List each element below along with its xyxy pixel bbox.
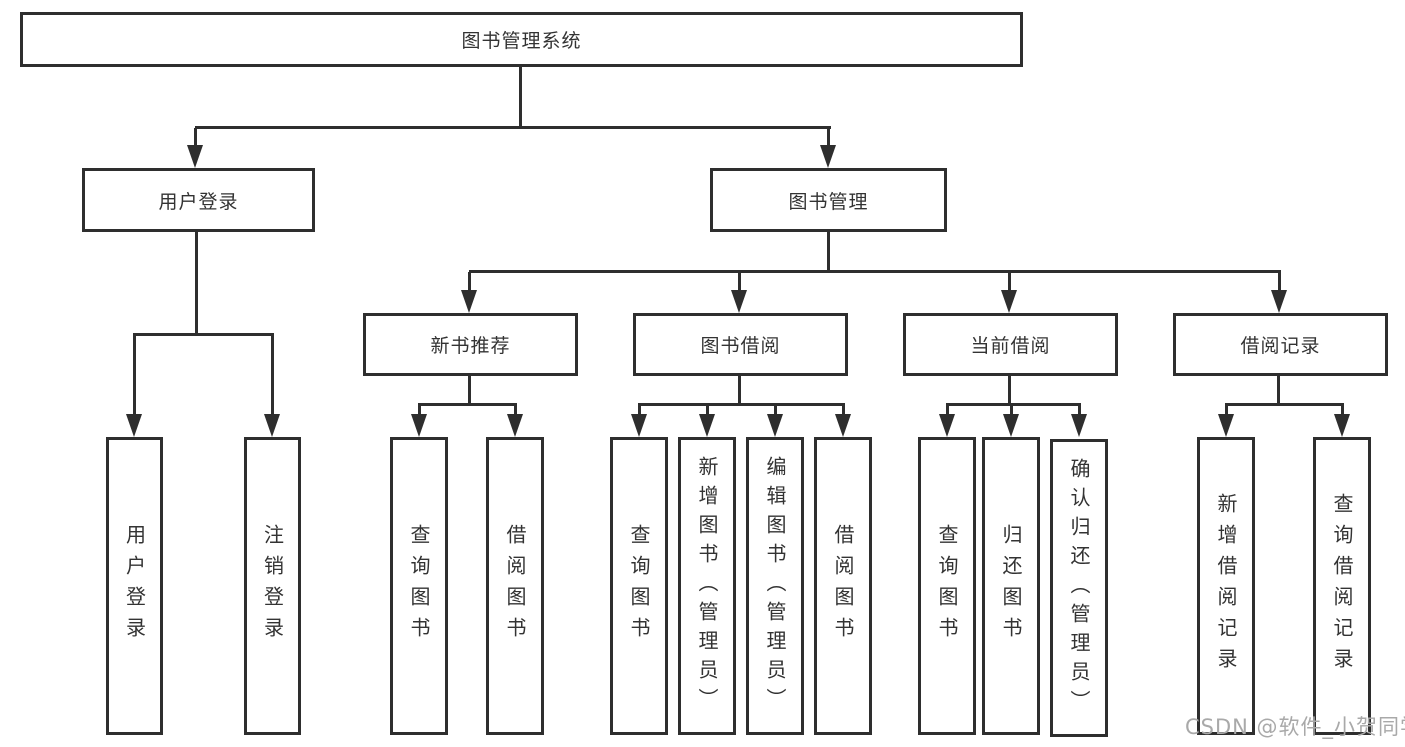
connector-stub	[842, 405, 845, 417]
leaf-logout-label: 注销登录	[260, 524, 285, 648]
leaf-add-book-admin: 新增图书（管理员）	[678, 437, 736, 735]
leaf-return-books: 归还图书	[982, 437, 1040, 735]
connector-stub	[1341, 405, 1344, 417]
arrow-down-icon	[264, 414, 280, 437]
arrow-down-icon	[507, 414, 523, 437]
connector-drop	[738, 376, 741, 405]
arrow-down-icon	[731, 290, 747, 313]
arrow-down-icon	[699, 414, 715, 437]
connector-userlogin-drop	[195, 232, 198, 335]
connector-stub	[638, 405, 641, 417]
arrow-down-icon	[835, 414, 851, 437]
csdn-watermark: CSDN @软件_小贺同学	[1185, 715, 1405, 739]
leaf-add-borrow-record: 新增借阅记录	[1197, 437, 1255, 735]
node-book-borrowing-label: 图书借阅	[700, 335, 781, 357]
leaf-borrow-books-borrowing-label: 借阅图书	[831, 524, 855, 648]
connector-stub	[946, 405, 949, 417]
node-new-book-recommendation: 新书推荐	[363, 313, 578, 376]
connector-stub	[468, 272, 471, 292]
connector-stub	[194, 128, 197, 148]
leaf-user-login: 用户登录	[106, 437, 163, 735]
arrow-down-icon	[631, 414, 647, 437]
leaf-query-borrow-record-label: 查询借阅记录	[1330, 493, 1354, 679]
arrow-down-icon	[1071, 414, 1087, 437]
node-user-login-label: 用户登录	[158, 190, 239, 213]
node-borrowing-records-label: 借阅记录	[1240, 335, 1321, 357]
node-user-login: 用户登录	[82, 168, 315, 232]
leaf-query-books-borrowing: 查询图书	[610, 437, 668, 735]
leaf-add-book-admin-label: 新增图书（管理员）	[695, 455, 719, 717]
leaf-borrow-books-borrowing: 借阅图书	[814, 437, 872, 735]
arrow-down-icon	[187, 145, 203, 168]
arrow-down-icon	[939, 414, 955, 437]
arrow-down-icon	[1003, 414, 1019, 437]
connector-stub	[1278, 272, 1281, 292]
connector-bookmgmt-drop	[827, 232, 830, 272]
leaf-borrow-books-recommend: 借阅图书	[486, 437, 544, 735]
leaf-confirm-return-admin-label: 确认归还（管理员）	[1067, 457, 1091, 719]
leaf-query-books-borrowing-label: 查询图书	[627, 524, 651, 648]
node-library-system: 图书管理系统	[20, 12, 1023, 67]
arrow-down-icon	[411, 414, 427, 437]
leaf-edit-book-admin: 编辑图书（管理员）	[746, 437, 804, 735]
connector-stub	[827, 128, 830, 148]
leaf-add-borrow-record-label: 新增借阅记录	[1214, 493, 1238, 679]
connector-hline	[418, 403, 517, 406]
leaf-query-borrow-record: 查询借阅记录	[1313, 437, 1371, 735]
leaf-query-books-recommend-label: 查询图书	[407, 524, 431, 648]
connector-stub	[133, 335, 136, 417]
connector-stub	[271, 335, 274, 417]
connector-stub	[738, 272, 741, 292]
connector-userlogin-hline	[133, 333, 274, 336]
connector-drop	[1277, 376, 1280, 405]
node-library-system-label: 图书管理系统	[461, 30, 582, 52]
connector-stub	[1008, 272, 1011, 292]
connector-stub	[418, 405, 421, 417]
leaf-user-login-label: 用户登录	[122, 524, 147, 648]
leaf-query-books-recommend: 查询图书	[390, 437, 448, 735]
connector-level2-hline	[195, 126, 831, 129]
connector-stub	[1078, 405, 1081, 417]
arrow-down-icon	[767, 414, 783, 437]
connector-stub	[1010, 405, 1013, 417]
leaf-logout: 注销登录	[244, 437, 301, 735]
arrow-down-icon	[1001, 290, 1017, 313]
leaf-confirm-return-admin: 确认归还（管理员）	[1050, 439, 1108, 737]
leaf-return-books-label: 归还图书	[999, 524, 1023, 648]
node-new-book-recommendation-label: 新书推荐	[430, 335, 511, 357]
connector-stub	[774, 405, 777, 417]
arrow-down-icon	[126, 414, 142, 437]
leaf-query-books-current-label: 查询图书	[935, 524, 959, 648]
arrow-down-icon	[1218, 414, 1234, 437]
arrow-down-icon	[1271, 290, 1287, 313]
arrow-down-icon	[461, 290, 477, 313]
connector-drop	[1008, 376, 1011, 405]
node-book-management: 图书管理	[710, 168, 947, 232]
node-current-borrowing: 当前借阅	[903, 313, 1118, 376]
connector-drop	[468, 376, 471, 405]
node-book-management-label: 图书管理	[788, 190, 869, 213]
leaf-borrow-books-recommend-label: 借阅图书	[503, 524, 527, 648]
connector-stub	[706, 405, 709, 417]
connector-level3-hline	[469, 270, 1281, 273]
node-current-borrowing-label: 当前借阅	[970, 335, 1051, 357]
connector-hline	[1225, 403, 1344, 406]
connector-hline	[638, 403, 845, 406]
node-book-borrowing: 图书借阅	[633, 313, 848, 376]
arrow-down-icon	[820, 145, 836, 168]
connector-stub	[514, 405, 517, 417]
connector-hline	[946, 403, 1081, 406]
connector-root-drop	[519, 67, 522, 128]
leaf-edit-book-admin-label: 编辑图书（管理员）	[763, 455, 787, 717]
connector-stub	[1225, 405, 1228, 417]
arrow-down-icon	[1334, 414, 1350, 437]
leaf-query-books-current: 查询图书	[918, 437, 976, 735]
node-borrowing-records: 借阅记录	[1173, 313, 1388, 376]
